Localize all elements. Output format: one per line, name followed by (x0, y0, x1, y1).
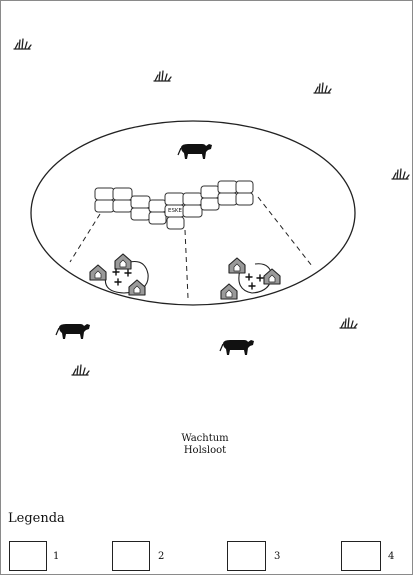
grass-tuft-icon (339, 317, 358, 329)
house-icon (128, 279, 146, 296)
legend-number-1: 1 (53, 551, 60, 562)
legend-number-2: 2 (158, 551, 165, 562)
cross-icon (248, 282, 256, 290)
cow-icon (219, 339, 255, 356)
house-icon (228, 257, 246, 274)
grass-tuft-icon (391, 168, 410, 180)
house-icon (114, 253, 132, 270)
grass-tuft-icon (153, 70, 172, 82)
legend-box-1 (9, 541, 47, 571)
burial-group-right (220, 257, 281, 300)
cross-icon (112, 268, 120, 276)
cow-icon (177, 143, 213, 160)
place-name-holsloot: Holsloot (183, 445, 227, 456)
dashed-lines (69, 196, 313, 299)
grass-tuft-icon (313, 82, 332, 94)
cow-icon (55, 323, 91, 340)
house-icon (263, 268, 281, 285)
place-name-wachtum: Wachtum (181, 433, 229, 444)
settlement-enclosure (30, 120, 356, 306)
house-icon (89, 264, 107, 281)
house-icon (220, 283, 238, 300)
burial-group-left (89, 253, 149, 296)
legend-title: Legenda (8, 511, 65, 526)
grass-tuft-icon (13, 38, 32, 50)
cross-icon (256, 274, 264, 282)
legend-number-3: 3 (274, 551, 281, 562)
stone-blocks (94, 180, 254, 230)
grass-tuft-icon (71, 364, 90, 376)
legend-box-4 (341, 541, 381, 571)
cross-icon (114, 278, 122, 286)
legend-number-4: 4 (388, 551, 395, 562)
legend-box-2 (112, 541, 150, 571)
legend-box-3 (227, 541, 266, 571)
cross-icon (245, 273, 253, 281)
cross-icon (124, 269, 132, 277)
block-inscription: ESKE (168, 208, 183, 214)
grave-ring (238, 263, 273, 294)
